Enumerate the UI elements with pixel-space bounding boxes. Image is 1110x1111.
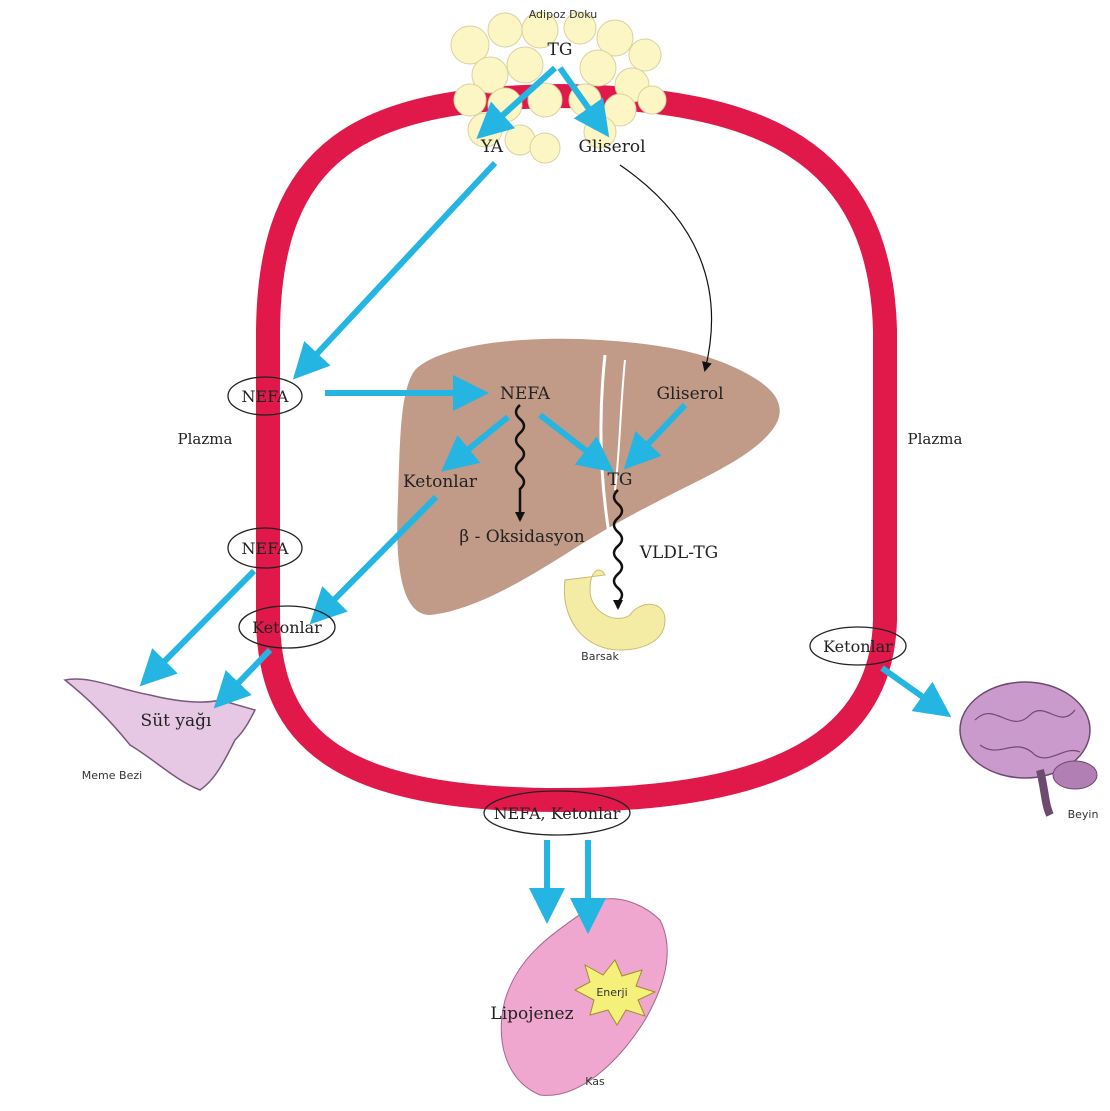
label-sut-yagi: Süt yağı xyxy=(141,711,212,731)
label-gliserol-liver: Gliserol xyxy=(656,384,723,404)
label-beyin: Beyin xyxy=(1068,808,1099,821)
label-plazma-left: Plazma xyxy=(178,430,233,448)
label-ketonlar-liver: Ketonlar xyxy=(403,472,478,492)
brain-shape xyxy=(960,682,1097,815)
label-gliserol-adipose: Gliserol xyxy=(578,137,645,157)
label-ya: YA xyxy=(480,137,504,157)
label-nefa-plasma-1: NEFA xyxy=(242,387,289,406)
label-adipoz-doku: Adipoz Doku xyxy=(529,8,598,21)
label-tg-liver: TG xyxy=(608,470,633,490)
label-vldl-tg: VLDL-TG xyxy=(639,543,719,563)
glycerol-curve-arrow xyxy=(620,165,712,370)
label-plazma-right: Plazma xyxy=(908,430,963,448)
label-nefa-ketonlar-bottom: NEFA, Ketonlar xyxy=(494,804,621,823)
label-kas: Kas xyxy=(585,1075,605,1088)
label-lipojenez: Lipojenez xyxy=(490,1004,573,1024)
label-enerji: Enerji xyxy=(596,986,627,999)
label-beta-oksidasyon: β - Oksidasyon xyxy=(459,527,584,547)
label-ketonlar-plasma-left: Ketonlar xyxy=(252,618,322,637)
label-barsak: Barsak xyxy=(581,650,619,663)
label-ketonlar-plasma-right: Ketonlar xyxy=(823,637,893,656)
label-nefa-plasma-2: NEFA xyxy=(242,539,289,558)
label-tg-adipose: TG xyxy=(548,40,573,60)
label-nefa-liver: NEFA xyxy=(500,384,551,404)
label-meme-bezi: Meme Bezi xyxy=(82,769,142,782)
